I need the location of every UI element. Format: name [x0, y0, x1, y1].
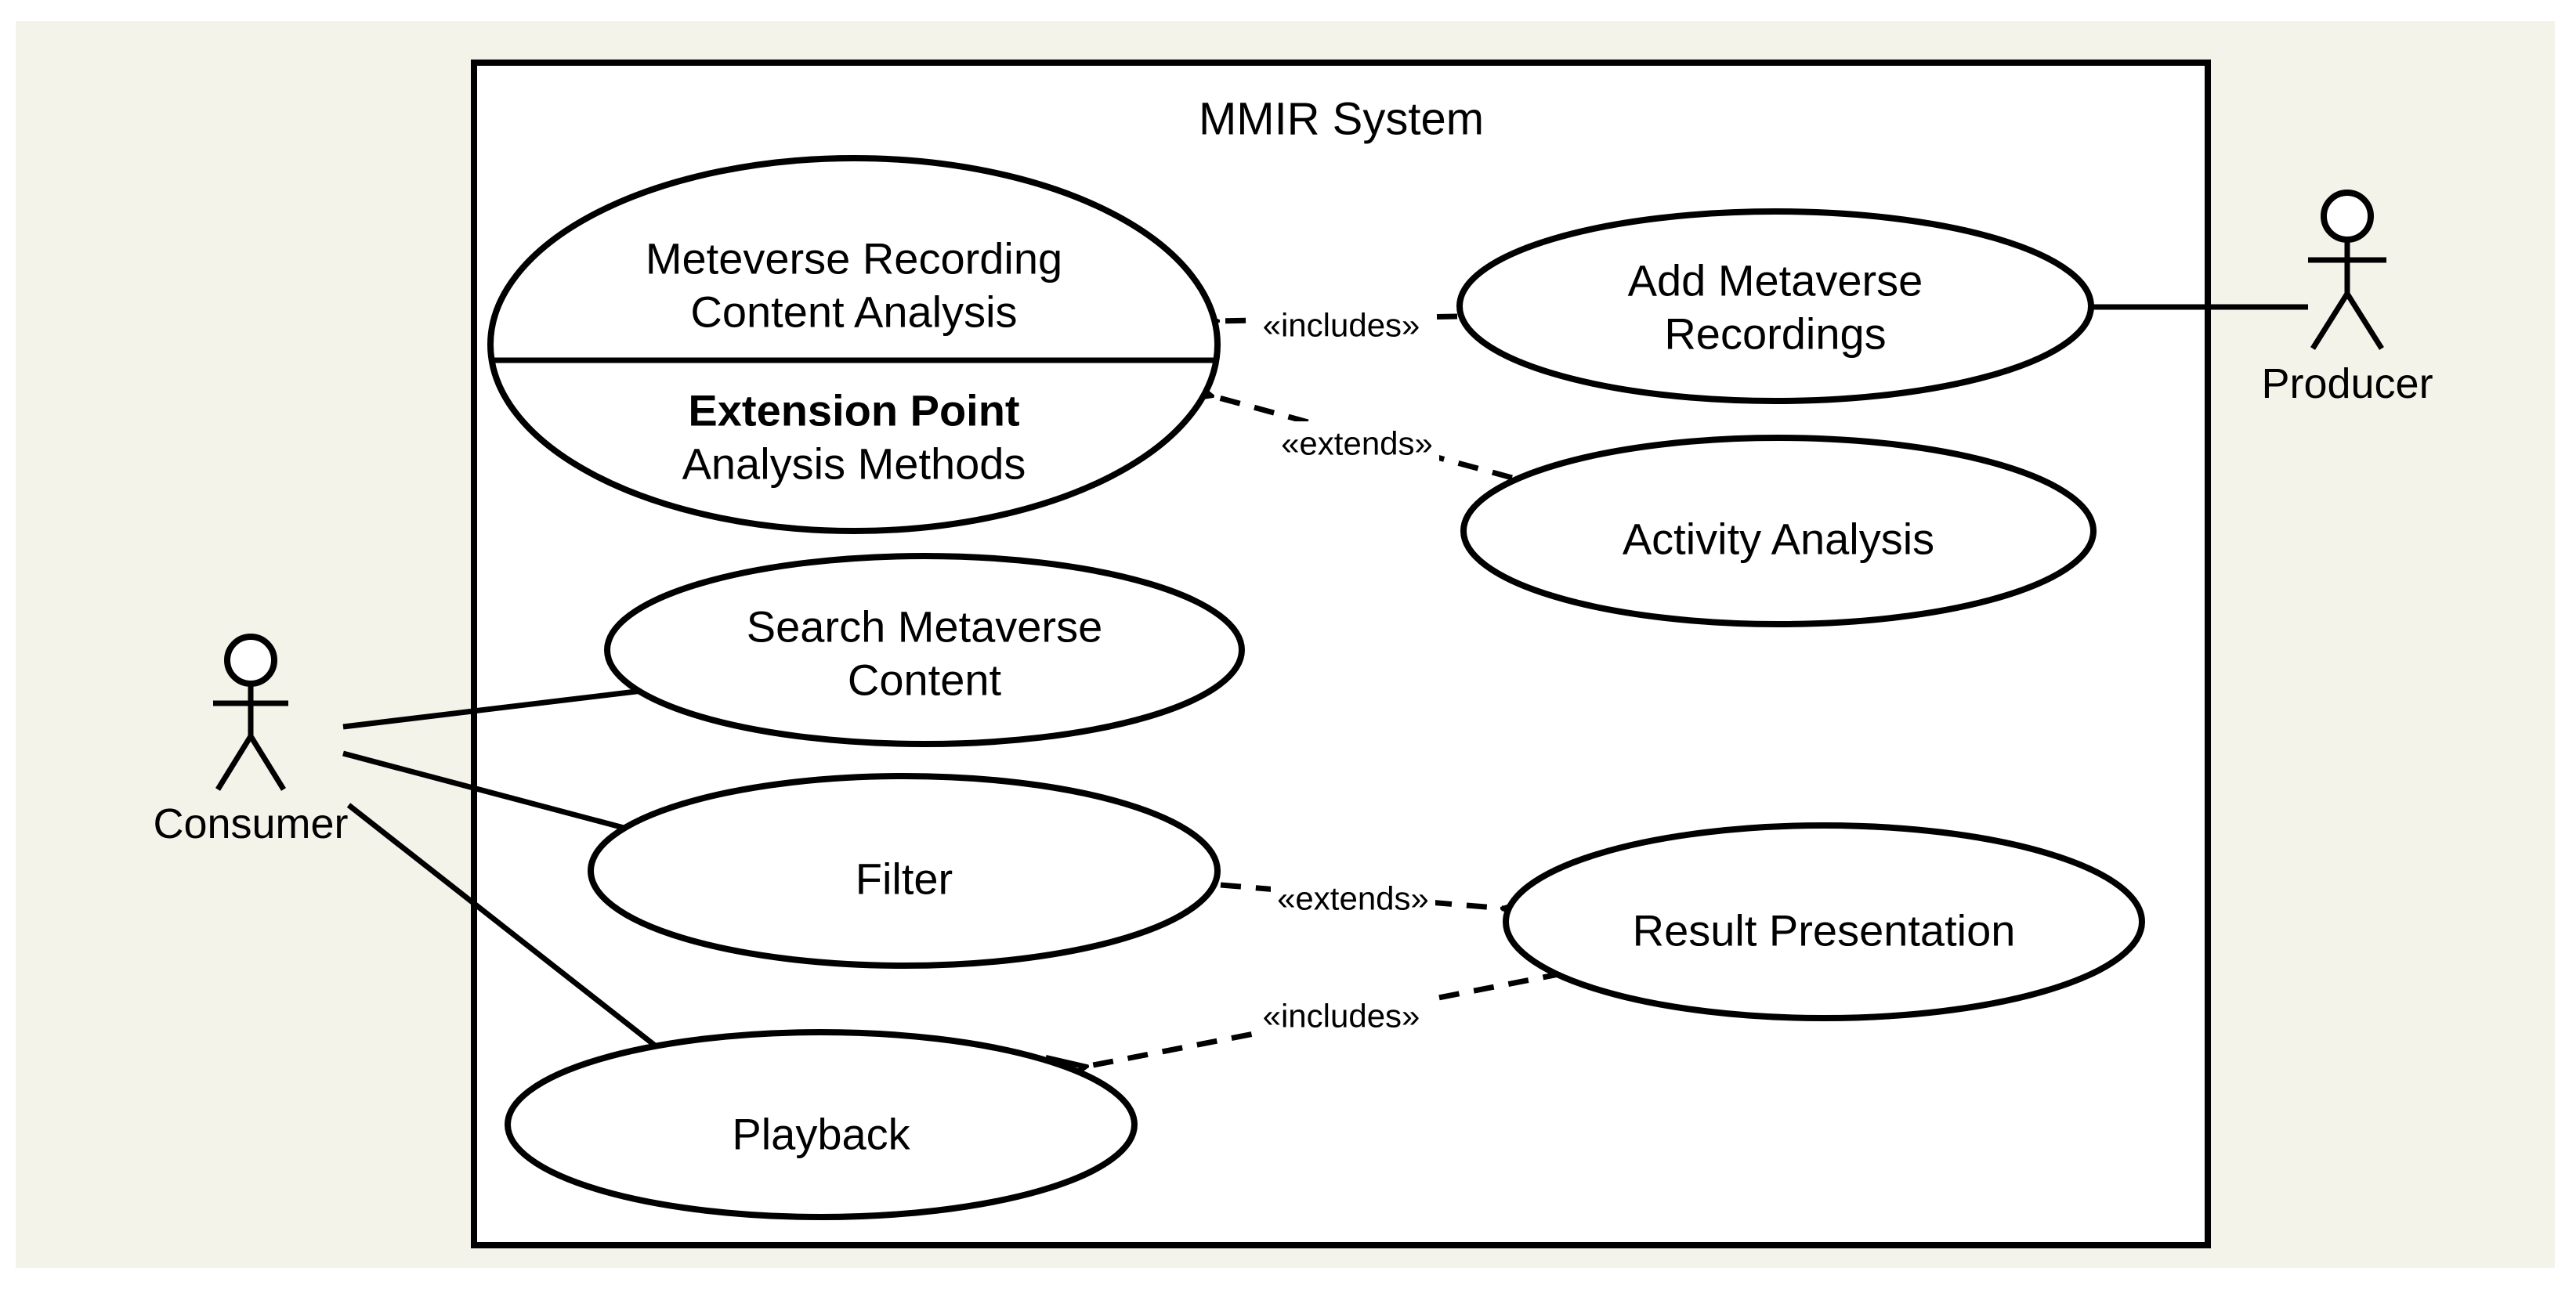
use-case-search-metaverse-content: Search Metaverse Content: [604, 553, 1245, 747]
extension-point-value: Analysis Methods: [682, 439, 1026, 489]
use-case-activity-analysis: Activity Analysis: [1460, 435, 2097, 627]
stereotype-label-background: [1253, 994, 1430, 1038]
use-case-label-line1: Add Metaverse: [1628, 256, 1923, 305]
stereotype-includes-add: «includes»: [1253, 303, 1430, 347]
stereotype-label-background: [1271, 876, 1435, 920]
use-case-ellipse: [1503, 822, 2145, 1021]
use-case-metaverse-recording-content-analysis: Meteverse Recording Content Analysis Ext…: [487, 155, 1221, 534]
consumer-head-icon: [224, 634, 277, 687]
actor-producer: Producer: [2261, 190, 2433, 407]
stereotype-label-background: [1253, 303, 1430, 347]
extension-point-title: Extension Point: [688, 386, 1019, 435]
stereotype-label: «includes»: [1263, 998, 1420, 1035]
use-case-add-metaverse-recordings: Add Metaverse Recordings: [1456, 208, 2094, 404]
producer-label: Producer: [2261, 360, 2433, 407]
association-consumer-playback: [346, 803, 664, 1053]
use-case-ellipse: [1456, 208, 2094, 404]
association-consumer-filter: [342, 750, 628, 832]
use-case-label-line1: Search Metaverse: [747, 602, 1102, 652]
use-case-label-line2: Content Analysis: [690, 287, 1017, 337]
producer-head-icon: [2321, 190, 2374, 243]
use-case-label: Result Presentation: [1633, 906, 2016, 955]
producer-leg-right: [2345, 292, 2384, 350]
use-case-label-line2: Recordings: [1664, 309, 1886, 359]
use-case-ellipse: [505, 1029, 1138, 1220]
use-case-playback: Playback: [505, 1029, 1138, 1220]
stereotype-label: «extends»: [1281, 425, 1433, 462]
use-case-label-line2: Content: [848, 656, 1002, 705]
producer-leg-left: [2310, 292, 2350, 350]
use-case-label: Activity Analysis: [1623, 515, 1934, 564]
stereotype-includes-result: «includes»: [1253, 994, 1430, 1038]
stereotype-label-background: [1275, 421, 1439, 465]
stereotype-label: «includes»: [1263, 307, 1420, 344]
use-case-result-presentation: Result Presentation: [1503, 822, 2145, 1021]
includes-edge-result-to-playback: [1085, 970, 1564, 1067]
use-case-ellipse: [487, 155, 1221, 534]
use-case-filter: Filter: [588, 773, 1221, 969]
stereotype-extends-activity: «extends»: [1275, 421, 1439, 465]
consumer-leg-right: [248, 735, 286, 791]
consumer-label: Consumer: [153, 800, 348, 847]
association-consumer-search: [342, 688, 643, 730]
use-case-ellipse: [604, 553, 1245, 747]
system-title: MMIR System: [1199, 94, 1484, 145]
stereotype-label: «extends»: [1277, 880, 1429, 917]
consumer-leg-left: [215, 735, 253, 791]
use-case-label: Playback: [732, 1110, 910, 1159]
use-case-label: Filter: [856, 854, 953, 904]
use-case-ellipse: [1460, 435, 2097, 627]
actor-consumer: Consumer: [153, 634, 349, 847]
use-case-ellipse: [588, 773, 1221, 969]
stereotype-extends-filter: «extends»: [1271, 876, 1435, 920]
use-case-label-line1: Meteverse Recording: [646, 234, 1062, 284]
